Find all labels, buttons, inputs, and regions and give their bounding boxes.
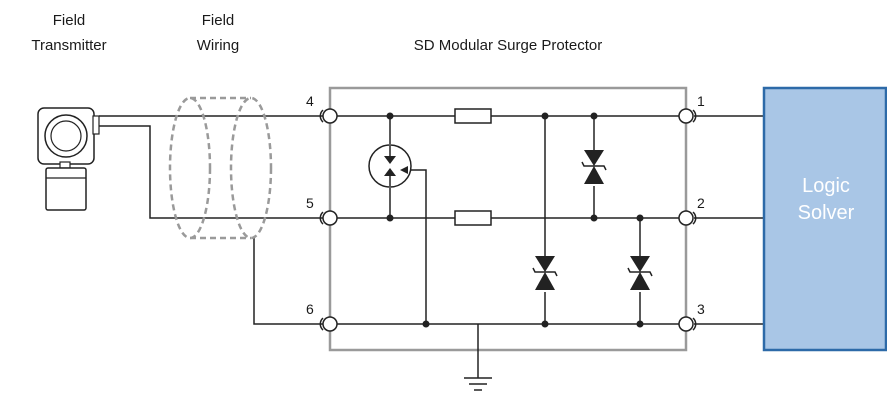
ground-icon (464, 377, 492, 391)
field-wiring-label-line1: Field (202, 12, 235, 29)
zener-diode-icon (581, 150, 607, 186)
field-wiring-cable (168, 96, 273, 240)
field-wiring-label-line2: Wiring (197, 37, 240, 54)
logic-solver-label-line1: Logic (802, 175, 850, 197)
terminal-connectors (319, 108, 697, 332)
field-transmitter-icon (37, 107, 100, 211)
logic-solver-label-line2: Solver (798, 202, 855, 224)
field-transmitter-label-line2: Transmitter (31, 37, 106, 54)
protector-title: SD Modular Surge Protector (414, 37, 602, 54)
junction-dots (386, 112, 644, 328)
terminal-1-label: 1 (697, 93, 705, 109)
field-transmitter-label-line1: Field (53, 12, 86, 29)
output-wiring (694, 115, 764, 325)
terminal-5-label: 5 (306, 195, 314, 211)
terminal-6-label: 6 (306, 301, 314, 317)
tvs-diode-icon (532, 256, 558, 292)
terminal-2-label: 2 (697, 195, 705, 211)
terminal-4-label: 4 (306, 93, 314, 109)
resistor-line-2 (454, 210, 492, 226)
resistor-line-1 (454, 108, 492, 124)
wire-terminal-6 (253, 238, 323, 325)
gas-discharge-tube-icon (368, 144, 412, 188)
logic-solver-block (762, 86, 887, 352)
surge-protector-box (328, 86, 688, 352)
tvs-diode-icon (627, 256, 653, 292)
terminal-3-label: 3 (697, 301, 705, 317)
